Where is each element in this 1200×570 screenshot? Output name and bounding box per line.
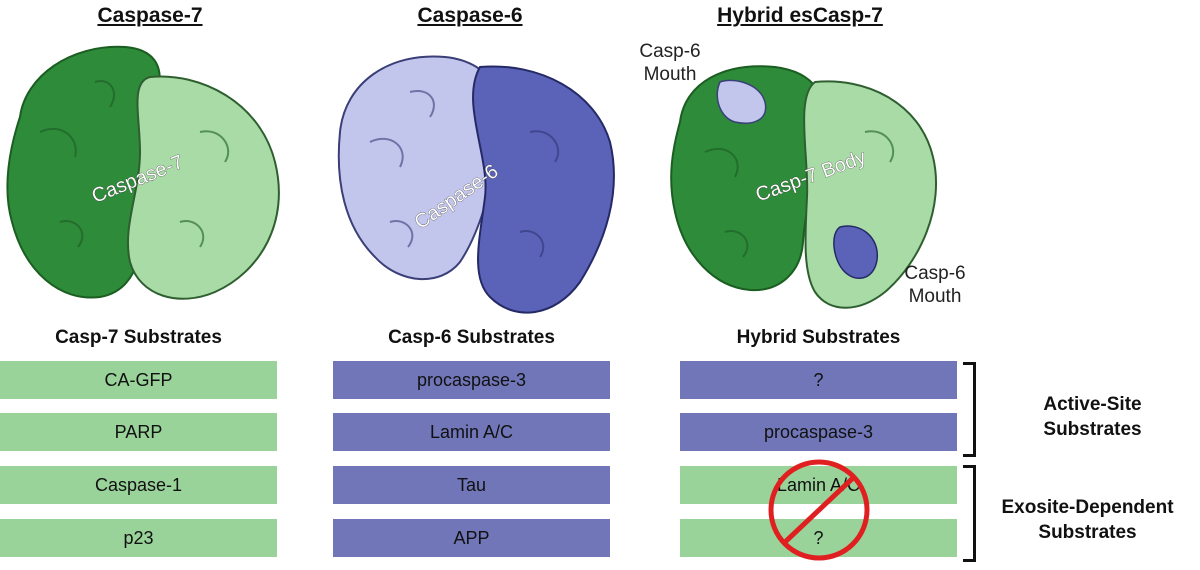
- casp-6-substrate-1: procaspase-3: [333, 361, 610, 399]
- active-site-line1: Active-Site: [1043, 394, 1142, 415]
- casp-6-substrate-4: APP: [333, 519, 610, 557]
- mouth-top-line1: Casp-6: [639, 41, 701, 62]
- hybrid-substrate-4: ?: [680, 519, 957, 557]
- casp-7-substrate-3: Caspase-1: [0, 466, 277, 504]
- hybrid-substrate-1: ?: [680, 361, 957, 399]
- casp-6-substrate-2: Lamin A/C: [333, 413, 610, 451]
- active-site-bracket: [963, 362, 976, 457]
- mouth-top-line2: Mouth: [643, 64, 697, 85]
- caspase-6-structure: Caspase-6: [330, 22, 620, 322]
- casp-7-substrate-2: PARP: [0, 413, 277, 451]
- exosite-line1: Exosite-Dependent: [1001, 497, 1174, 518]
- caspase-7-structure: Caspase-7: [0, 22, 290, 312]
- title-caspase-7: Caspase-7: [97, 4, 203, 27]
- exosite-dependent-substrates-label: Exosite-Dependent Substrates: [975, 495, 1200, 545]
- casp-7-substrate-1: CA-GFP: [0, 361, 277, 399]
- hybrid-substrate-2: procaspase-3: [680, 413, 957, 451]
- casp-6-mouth-top-callout: Casp-6 Mouth: [620, 40, 720, 86]
- active-site-line2: Substrates: [1043, 419, 1142, 440]
- casp-6-substrates-header: Casp-6 Substrates: [388, 327, 555, 348]
- mouth-bottom-line1: Casp-6: [904, 263, 966, 284]
- title-caspase-6: Caspase-6: [417, 4, 523, 27]
- title-hybrid-escasp-7: Hybrid esCasp-7: [717, 4, 883, 27]
- hybrid-substrates-header: Hybrid Substrates: [736, 327, 901, 348]
- casp-6-mouth-bottom-callout: Casp-6 Mouth: [890, 262, 980, 308]
- mouth-bottom-line2: Mouth: [908, 286, 962, 307]
- exosite-bracket: [963, 465, 976, 562]
- casp-7-substrate-4: p23: [0, 519, 277, 557]
- casp-6-substrate-3: Tau: [333, 466, 610, 504]
- casp-7-substrates-header: Casp-7 Substrates: [55, 327, 222, 348]
- hybrid-escasp-7-structure: Casp-7 Body: [665, 22, 955, 322]
- prohibited-icon: [764, 455, 874, 570]
- active-site-substrates-label: Active-Site Substrates: [985, 392, 1200, 442]
- exosite-line2: Substrates: [1038, 522, 1137, 543]
